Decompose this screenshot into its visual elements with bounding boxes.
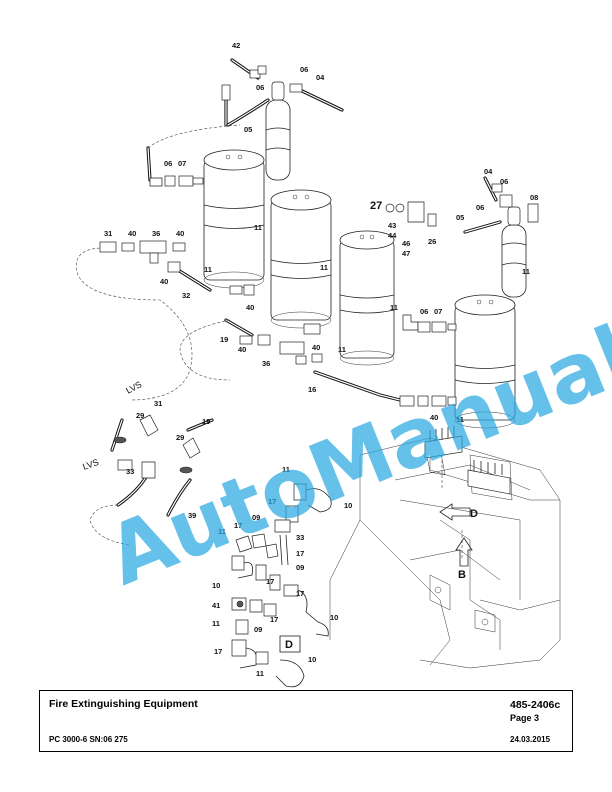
part-label: 05 [244,125,252,134]
part-label: 32 [182,291,190,300]
part-label: 05 [456,213,464,222]
part-label: 06 [476,203,484,212]
part-label: 41 [212,601,220,610]
part-label: 09 [254,625,262,634]
detail-d-frame [279,635,301,653]
part-label: 11 [338,345,346,354]
part-label: 47 [402,249,410,258]
part-label: 33 [126,467,134,476]
part-label: 06 [500,177,508,186]
part-label: 43 [388,221,396,230]
part-label: 29 [176,433,184,442]
page-number: Page 3 [510,713,540,723]
extinguisher-tank-3 [339,230,395,366]
arrow-b-icon [455,537,473,567]
part-label: 11 [522,267,530,276]
part-label: 07 [178,159,186,168]
part-label: 19 [202,417,210,426]
part-label: 06 [164,159,172,168]
extinguisher-tank-2 [270,189,332,329]
model-serial: PC 3000-6 SN:06 275 [49,735,128,744]
part-label: 11 [282,465,290,474]
machine-frame [329,426,561,669]
part-label: 11 [254,223,262,232]
part-label: 16 [308,385,316,394]
part-labels: 42 06 04 06 05 06 07 11 31 40 36 40 11 4… [81,41,538,678]
part-label: 42 [232,41,240,50]
cartridge-cylinder-left [265,81,291,181]
part-label: 33 [296,533,304,542]
document-date: 24.03.2015 [510,735,551,744]
part-label: 06 [256,83,264,92]
lvs-label: LVS [81,457,100,472]
part-label: 17 [234,521,242,530]
part-label: 11 [390,303,398,312]
part-label: 40 [430,413,438,422]
part-label: 11 [320,263,328,272]
part-label: 44 [388,231,397,240]
part-label: 40 [246,303,254,312]
part-label: 11 [212,619,220,628]
part-label: 17 [268,497,276,506]
part-label: 40 [238,345,246,354]
part-label: 17 [296,549,304,558]
part-label: 40 [312,343,320,352]
part-label: 10 [344,501,352,510]
part-label: 07 [434,307,442,316]
part-label: 06 [300,65,308,74]
part-label: 06 [420,307,428,316]
detail-d-label: D [285,639,293,651]
arrow-d-icon [439,503,471,521]
part-label: 26 [428,237,436,246]
part-label: 17 [266,577,274,586]
document-title: Fire Extinguishing Equipment [49,698,198,710]
extinguisher-tank-1 [203,149,265,289]
part-label: 29 [136,411,144,420]
lvs-label: LVS [124,379,143,396]
nozzle-block-right [467,460,511,495]
part-label: 10 [330,613,338,622]
part-label: 08 [530,193,538,202]
document-number: 485-2406c [510,699,561,711]
part-label: 36 [262,359,270,368]
part-label: 31 [104,229,112,238]
nozzle-block-left [424,426,463,459]
detail-view-d [231,483,332,688]
part-label: 04 [484,167,493,176]
part-label: 40 [128,229,136,238]
part-label: 09 [252,513,260,522]
cartridge-cylinder-right [501,206,527,298]
routing-lines [76,124,241,546]
part-label: 04 [316,73,325,82]
part-label: 10 [308,655,316,664]
part-label: 11 [204,265,212,274]
part-label: 19 [220,335,228,344]
part-label: 39 [188,511,196,520]
part-label: 17 [270,615,278,624]
view-b-label: B [458,569,466,581]
part-label: 31 [154,399,162,408]
part-label: 40 [176,229,184,238]
view-d-label: D [470,508,478,520]
part-label: 40 [160,277,168,286]
extinguisher-tank-4 [454,294,516,429]
part-label: 17 [214,647,222,656]
fittings [99,65,539,479]
part-label: 09 [296,563,304,572]
part-label: 46 [402,239,410,248]
part-label: 11 [218,527,226,536]
title-block: Fire Extinguishing Equipment 485-2406c P… [39,690,573,752]
part-label: 36 [152,229,160,238]
part-label: 10 [212,581,220,590]
part-label: 11 [456,415,464,424]
part-label: 17 [296,589,304,598]
part-label: 11 [256,669,264,678]
part-label: 27 [370,200,382,212]
